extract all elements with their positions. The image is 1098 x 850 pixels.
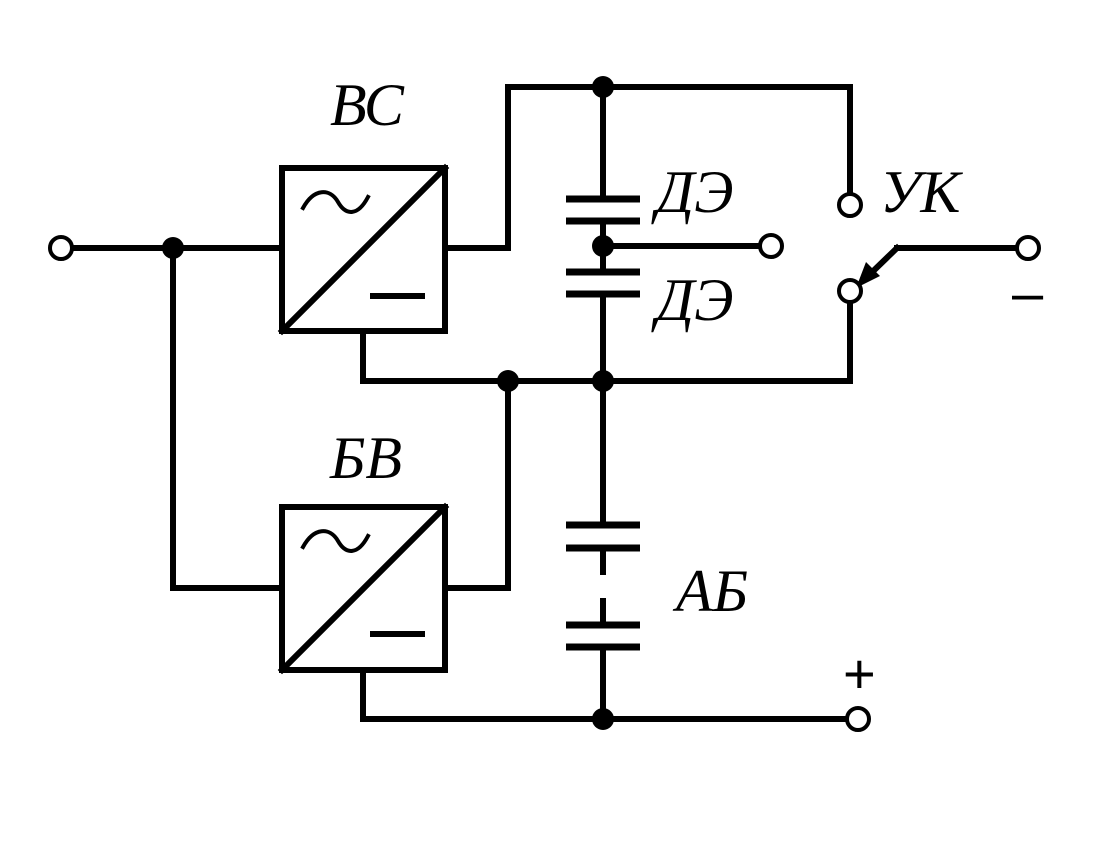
converter-top [277, 163, 450, 336]
terminal-switch-bottom [837, 278, 863, 304]
node-top-rail [592, 76, 614, 98]
label-battery: АБ [672, 558, 748, 624]
terminal-plus [845, 706, 871, 732]
label-rectifier-bottom: БВ [329, 425, 402, 491]
node-middle-rail-right [592, 370, 614, 392]
terminal-input [48, 235, 74, 261]
node-middle-rail-left [497, 370, 519, 392]
converter-bottom-diagonal [277, 502, 450, 675]
converter-bottom [277, 502, 450, 675]
label-switch: УК [880, 159, 963, 225]
terminal-minus [1015, 235, 1041, 261]
terminal-midpoint [758, 233, 784, 259]
label-cell-top: ДЭ [651, 159, 733, 225]
node-cell-mid [592, 235, 614, 257]
node-input [162, 237, 184, 259]
switch-arrow-icon [856, 262, 880, 288]
battery [566, 521, 640, 651]
cell-top [566, 195, 640, 225]
label-rectifier-top: ВС [330, 72, 405, 138]
converter-top-ac-icon [300, 190, 371, 214]
wire-top-converter-out [442, 84, 853, 251]
label-cell-bottom: ДЭ [651, 267, 733, 333]
terminal-switch-top [837, 192, 863, 218]
wire-bottom-converter-out [442, 378, 511, 591]
label-minus: – [1012, 261, 1044, 324]
wire-bottom-converter-neg [360, 667, 849, 722]
label-plus: + [843, 642, 876, 705]
node-bottom-rail [592, 708, 614, 730]
terminals [48, 192, 1041, 732]
wires [70, 84, 1019, 722]
junction-nodes [162, 76, 614, 730]
converter-top-diagonal [277, 163, 450, 336]
cell-bottom [566, 268, 640, 298]
converter-bottom-ac-icon [300, 529, 371, 553]
